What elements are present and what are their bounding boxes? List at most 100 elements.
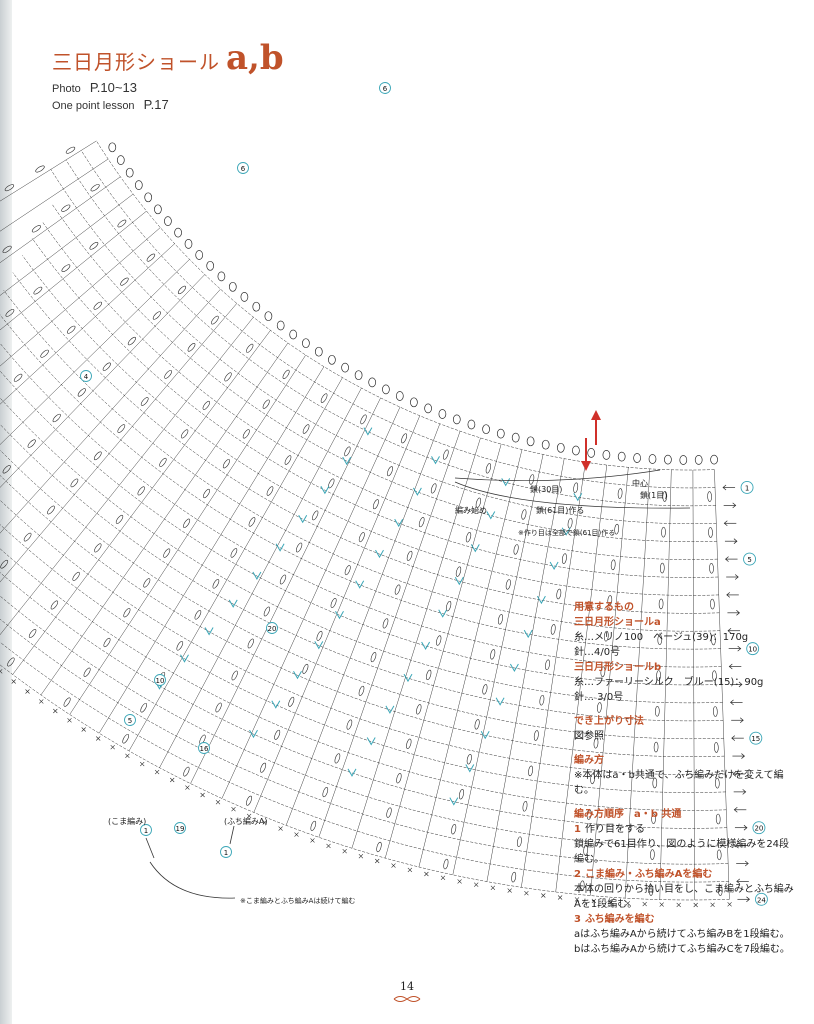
stitch-symbol: [539, 694, 545, 706]
step-2-text: 本体の回りから拾い目をし、こま編みとふち編みAを1段編む。: [574, 884, 794, 910]
stitch-symbol: [328, 478, 335, 489]
stitch-symbol: [47, 505, 55, 515]
stitch-symbol: [418, 517, 425, 528]
step-3-a: aはふち編みAから続けてふち編みBを1段編む。: [574, 929, 790, 940]
stitch-symbol: [710, 598, 715, 610]
stitch-symbol: [260, 762, 267, 773]
stitch-symbol: [442, 449, 449, 460]
edge-picot: [174, 227, 182, 238]
stitch-symbol: [382, 618, 389, 629]
chart-spoke: [555, 464, 608, 893]
row-marker-number: 5: [747, 556, 751, 564]
chart-spoke: [418, 449, 523, 868]
edge-picot: [482, 424, 490, 435]
teal-increase-symbols: [155, 427, 583, 806]
stitch-symbol: [140, 397, 149, 406]
stitch-symbol: [320, 393, 328, 403]
stitch-symbol: [657, 634, 663, 645]
chart-row-arc: [0, 664, 730, 901]
teal-v-symbol: [421, 641, 431, 651]
chart-row-arc: [0, 524, 726, 793]
outer-x-stitch: [294, 832, 299, 837]
lesson-reference: One point lesson P.17: [52, 97, 284, 112]
outer-x-stitch: [139, 761, 145, 767]
outer-x-stitch: [11, 679, 16, 684]
stitch-symbol: [180, 429, 189, 439]
stitch-symbol: [31, 225, 41, 233]
chart-row-arc: [0, 370, 722, 686]
stitch-symbol: [177, 285, 187, 295]
materials-heading: 用意するもの: [574, 602, 634, 613]
teal-v-symbol: [320, 486, 330, 495]
stitch-symbol: [295, 542, 303, 553]
teal-v-symbol: [204, 627, 214, 636]
stitch-symbol: [266, 486, 274, 496]
chart-row-arc: [52, 204, 717, 542]
stitch-symbol: [159, 457, 167, 467]
method-heading: 編み方: [574, 755, 604, 766]
stitch-symbol: [93, 451, 102, 461]
stitch-symbol: [263, 606, 271, 617]
stitch-symbol: [23, 532, 32, 542]
outer-x-stitch: [625, 901, 631, 906]
note-continuous: ※こま編みとふち編みAは続けて編む: [240, 897, 356, 905]
flourish-ornament: [393, 996, 421, 1002]
stitch-symbol: [242, 429, 250, 439]
page-number: 14: [400, 980, 414, 993]
stitch-symbol: [344, 446, 351, 457]
teal-v-symbol: [252, 571, 262, 581]
outer-x-stitch: [326, 843, 331, 849]
shawl-b-yarn: 糸…ファーリーシルク ブルー(15)：90g: [574, 677, 764, 688]
edge-picot: [328, 354, 336, 365]
stitch-symbol: [89, 241, 99, 250]
stitch-symbol: [230, 548, 238, 558]
stitch-symbol: [714, 777, 720, 789]
chart-spoke: [0, 243, 175, 405]
teal-v-symbol: [549, 561, 559, 571]
stitch-symbol: [183, 766, 190, 777]
stitch-symbol: [202, 488, 211, 499]
stitch-symbol: [652, 777, 658, 789]
chart-spoke: [624, 468, 651, 899]
chart-row-arc: [50, 169, 717, 524]
row-marker-circle: [746, 642, 760, 656]
shawl-a-hook: 針…4/0号: [574, 647, 621, 658]
row-arrowhead: [742, 789, 747, 795]
step-1-text: 鎖編みで61目作り、図のように模様編みを24段編む。: [574, 839, 790, 865]
edge-picot: [184, 239, 193, 249]
outer-x-stitch: [342, 848, 347, 854]
row-marker-circle: [740, 481, 754, 494]
edge-picot: [154, 204, 162, 215]
photo-pages: P.10~13: [89, 80, 137, 95]
row-marker-circle: [743, 552, 757, 566]
teal-v-symbol: [486, 511, 496, 520]
edge-picot: [664, 454, 672, 465]
stitch-symbol: [573, 482, 579, 494]
stitch-symbol: [65, 146, 76, 154]
chart-spoke: [351, 437, 481, 849]
outer-x-stitch: [169, 777, 175, 783]
chart-row-arc: [65, 159, 716, 507]
stitch-symbol: [360, 414, 367, 425]
order-heading: 編み方順序 a・b 共通: [574, 809, 682, 820]
stitch-symbol: [661, 526, 666, 538]
left-marker-circle: [80, 370, 92, 382]
stitch-symbol: [247, 638, 254, 649]
edge-picot: [289, 329, 298, 340]
row-arrowhead: [727, 627, 732, 634]
outer-x-stitch: [440, 875, 446, 881]
method-text: ※本体はa・b共通で、ふち編みだけを変えて編む。: [574, 770, 784, 796]
stitch-symbol: [61, 264, 71, 273]
outer-x-stitch: [490, 885, 496, 891]
outer-x-stitch: [659, 902, 664, 907]
left-marker-circle: [379, 82, 391, 94]
outer-x-stitch: [358, 853, 364, 859]
chart-spoke: [0, 193, 134, 296]
stitch-symbol: [521, 509, 527, 520]
stitch-symbol: [485, 463, 492, 474]
stitch-symbol: [163, 548, 171, 558]
edge-picot: [395, 391, 404, 401]
stitch-symbol: [211, 315, 219, 325]
